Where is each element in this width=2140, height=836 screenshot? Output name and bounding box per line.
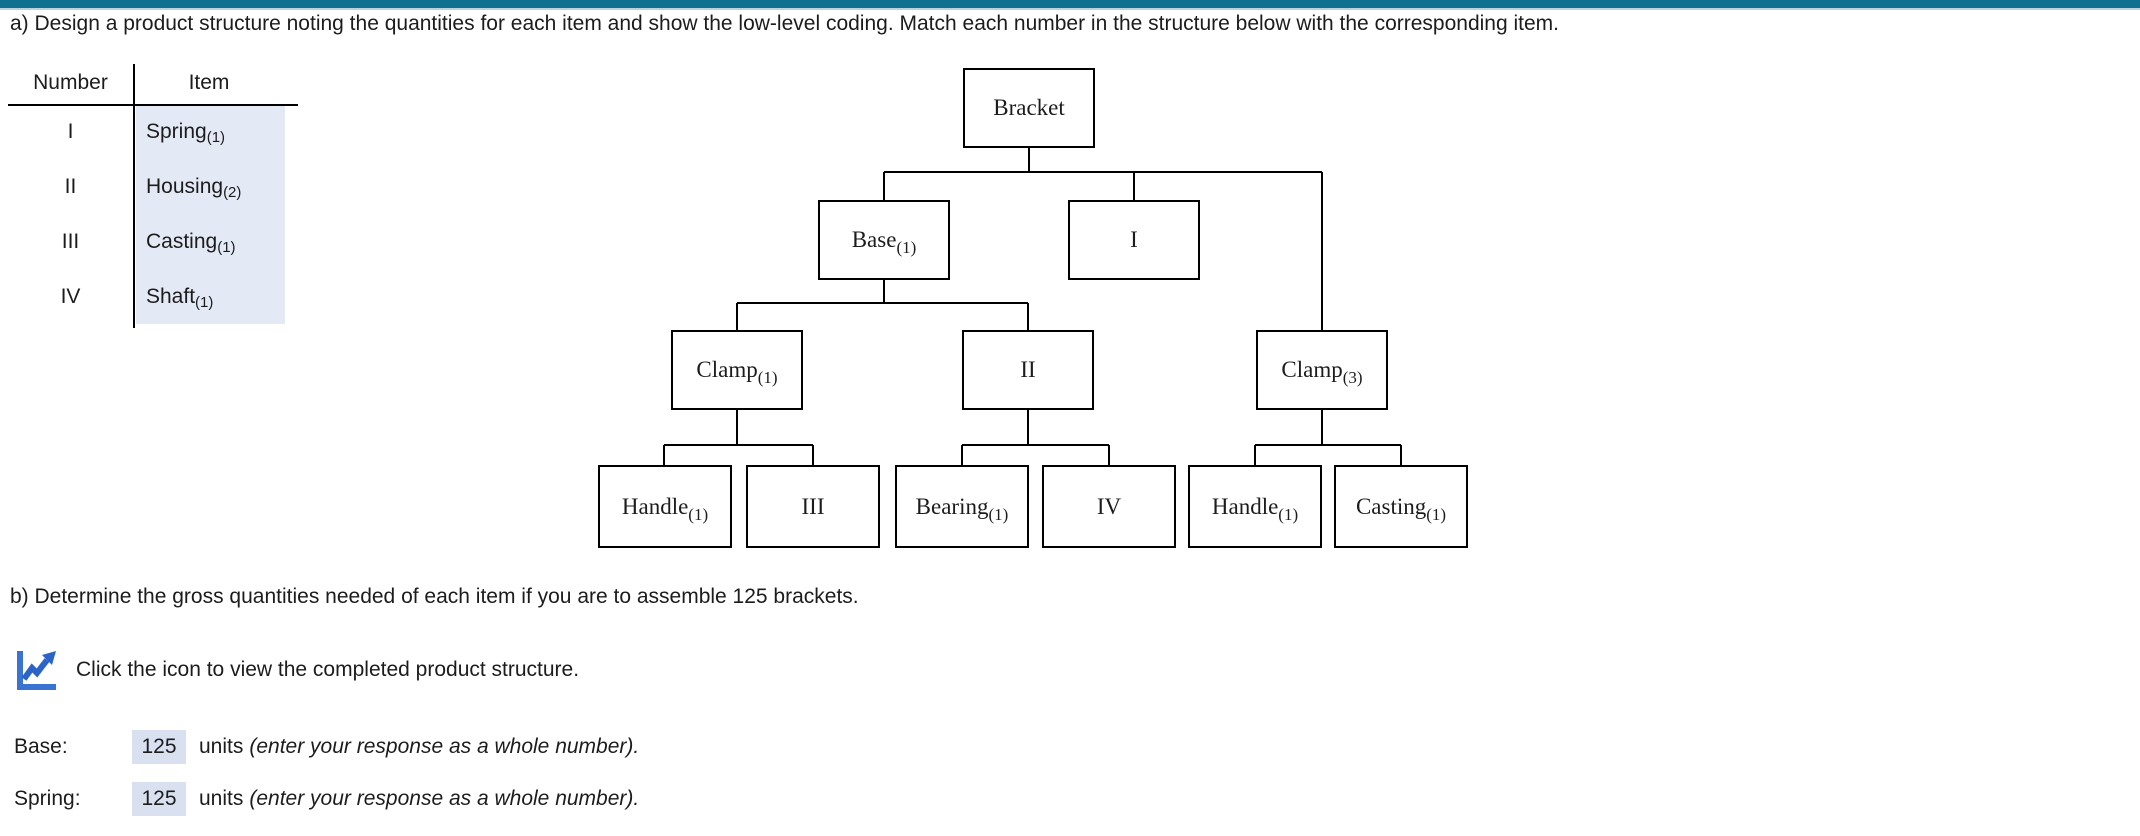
match-row-number: I	[67, 119, 74, 143]
node-roman-iii: III	[746, 465, 880, 548]
spring-units-input[interactable]: 125	[132, 782, 186, 816]
node-label: Base	[851, 227, 897, 252]
item-label: Casting	[146, 229, 218, 253]
match-item-answer[interactable]: Housing(2)	[136, 159, 285, 214]
node-subscript: (1)	[757, 368, 778, 387]
icon-hint-row: Click the icon to view the completed pro…	[14, 646, 579, 694]
match-row-number: III	[61, 229, 80, 253]
item-quantity-subscript: (2)	[223, 184, 242, 201]
item-label: Housing	[146, 174, 224, 198]
item-quantity-subscript: (1)	[195, 294, 214, 311]
node-subscript: (1)	[688, 504, 709, 524]
item-quantity-subscript: (1)	[217, 239, 236, 256]
node-subscript: (3)	[1342, 368, 1363, 387]
base-units-input[interactable]: 125	[132, 730, 186, 764]
product-structure-diagram: Bracket Base(1) I Clamp(1) II Clamp(3) H…	[590, 60, 1490, 560]
icon-hint-text: Click the icon to view the completed pro…	[76, 658, 580, 681]
answer-label: Base:	[14, 735, 68, 758]
node-subscript: (1)	[1278, 504, 1299, 524]
chart-line-icon	[17, 651, 56, 690]
node-subscript: (1)	[988, 504, 1009, 524]
node-label: Bearing	[915, 493, 989, 519]
node-label: Clamp	[1281, 357, 1343, 382]
node-clamp-3: Clamp(3)	[1256, 330, 1388, 410]
node-roman-iv: IV	[1042, 465, 1176, 548]
node-subscript: (1)	[1426, 504, 1447, 524]
match-item-answer[interactable]: Spring(1)	[136, 104, 285, 159]
tree-connectors	[663, 148, 1402, 465]
units-word: units	[199, 735, 244, 758]
node-handle-left: Handle(1)	[598, 465, 732, 548]
item-label: Spring	[146, 119, 207, 143]
answer-label: Spring:	[14, 787, 81, 810]
node-roman-i: I	[1068, 200, 1200, 280]
match-table: Number Item I Spring(1) II Housing(2) II…	[8, 62, 298, 328]
node-clamp-1: Clamp(1)	[671, 330, 803, 410]
node-roman-ii: II	[962, 330, 1094, 410]
question-b-text: b) Determine the gross quantities needed…	[10, 585, 859, 608]
column-header-item: Item	[188, 71, 230, 94]
top-accent-bar	[0, 0, 2140, 10]
match-item-answer[interactable]: Shaft(1)	[136, 269, 285, 324]
column-header-number: Number	[33, 71, 108, 94]
node-subscript: (1)	[896, 238, 917, 257]
node-label: IV	[1096, 493, 1122, 519]
question-a-text: a) Design a product structure noting the…	[10, 12, 1559, 35]
table-column-divider	[133, 64, 135, 328]
chart-icon-button[interactable]	[14, 646, 60, 694]
match-item-answer[interactable]: Casting(1)	[136, 214, 285, 269]
node-label: I	[1130, 227, 1138, 252]
match-row-number: II	[64, 174, 77, 198]
node-bracket: Bracket	[963, 68, 1095, 148]
answer-row-base: Base: 125 units (enter your response as …	[14, 728, 639, 766]
node-label: Handle	[621, 493, 689, 519]
table-header-rule	[8, 104, 298, 106]
node-label: Casting	[1355, 493, 1427, 519]
node-bearing: Bearing(1)	[895, 465, 1029, 548]
units-word: units	[199, 787, 244, 810]
node-casting: Casting(1)	[1334, 465, 1468, 548]
answer-row-spring: Spring: 125 units (enter your response a…	[14, 780, 639, 818]
node-handle-right: Handle(1)	[1188, 465, 1322, 548]
node-base: Base(1)	[818, 200, 950, 280]
response-format-hint: (enter your response as a whole number).	[249, 787, 640, 810]
node-label: III	[801, 493, 825, 519]
node-label: Handle	[1211, 493, 1279, 519]
response-format-hint: (enter your response as a whole number).	[249, 735, 640, 758]
node-label: II	[1020, 357, 1036, 382]
match-row-number: IV	[60, 284, 81, 308]
item-label: Shaft	[146, 284, 196, 308]
node-label: Bracket	[993, 95, 1065, 120]
node-label: Clamp	[696, 357, 758, 382]
item-quantity-subscript: (1)	[206, 129, 226, 146]
